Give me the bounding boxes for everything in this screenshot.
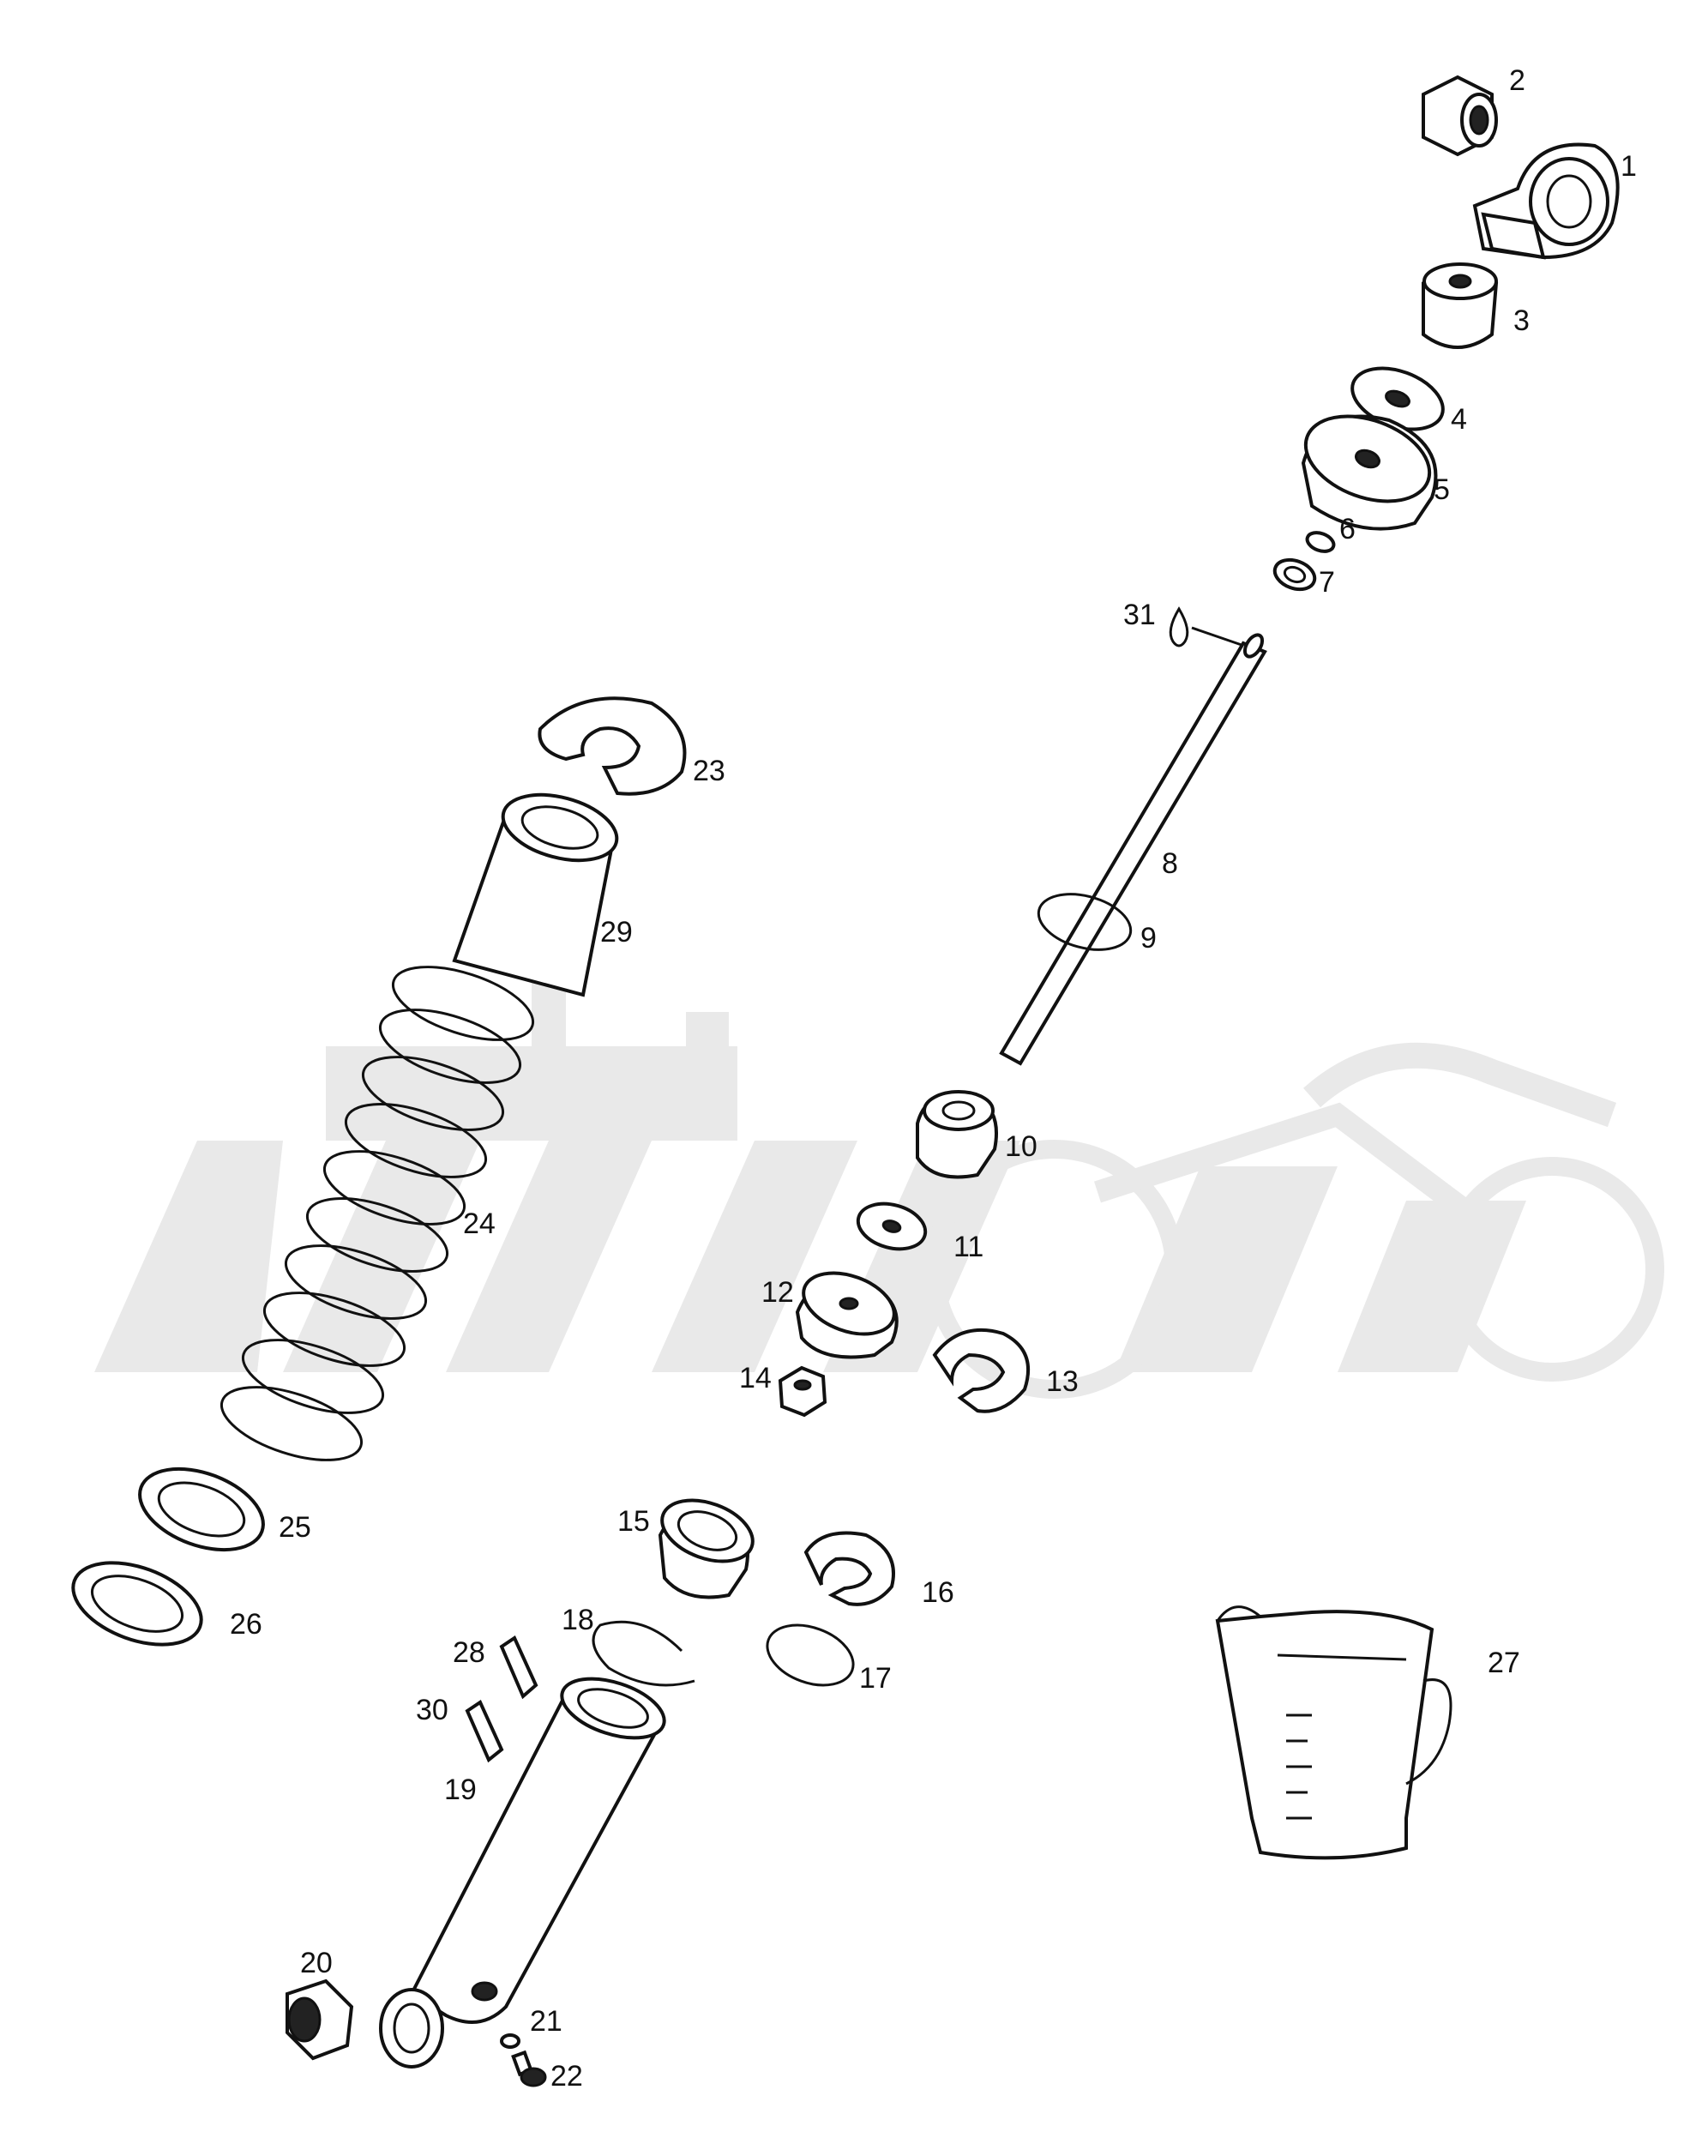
label-9: 9 (1140, 922, 1157, 955)
label-7: 7 (1319, 566, 1335, 599)
part-9-oring (1037, 893, 1133, 951)
label-29: 29 (600, 916, 633, 949)
label-8: 8 (1162, 847, 1178, 880)
label-31: 31 (1123, 599, 1156, 631)
label-4: 4 (1451, 403, 1467, 436)
measuring-jug-icon (1215, 1610, 1434, 1860)
part-17-oring (766, 1623, 855, 1687)
label-2: 2 (1509, 64, 1525, 97)
label-18: 18 (562, 1604, 594, 1636)
watermark-castle (326, 900, 737, 1141)
part-7-seal (1272, 557, 1317, 592)
part-24-coil-spring (220, 966, 535, 1461)
label-11: 11 (953, 1231, 983, 1263)
part-10-rod-guide (916, 1090, 998, 1179)
callout-labels: 2 1 3 4 5 6 7 31 23 8 9 29 10 24 11 12 1… (230, 64, 1637, 2093)
label-15: 15 (617, 1505, 650, 1538)
label-6: 6 (1339, 513, 1356, 545)
part-18-snap-ring (592, 1620, 695, 1687)
label-12: 12 (761, 1276, 794, 1309)
part-31-oil-drop (1169, 606, 1242, 647)
part-1-upper-eye (1472, 142, 1620, 260)
label-14: 14 (739, 1362, 772, 1394)
label-1: 1 (1621, 150, 1637, 183)
part-12-piston (795, 1271, 899, 1359)
label-17: 17 (859, 1662, 892, 1695)
label-26: 26 (230, 1608, 262, 1641)
part-22-bleed-screw (511, 2050, 547, 2087)
label-23: 23 (693, 755, 725, 787)
label-28: 28 (453, 1636, 485, 1669)
part-13-piston-band (932, 1328, 1031, 1413)
label-21: 21 (530, 2005, 562, 2038)
part-25-adjuster-ring (138, 1466, 265, 1552)
label-30: 30 (416, 1694, 448, 1726)
part-28-sticker (499, 1635, 538, 1700)
part-14-nut (778, 1365, 827, 1418)
part-11-shim (856, 1201, 928, 1251)
label-19: 19 (444, 1774, 477, 1806)
part-23-spring-retainer (538, 696, 687, 796)
oil-drop-icon (1169, 606, 1189, 647)
part-2-bushing (1422, 75, 1498, 157)
part-21-washer (500, 2033, 520, 2049)
label-24: 24 (463, 1207, 496, 1240)
label-20: 20 (300, 1947, 333, 1979)
part-15-seal-head (658, 1498, 755, 1599)
part-27-measuring-jug (1215, 1605, 1452, 1860)
part-16-guide-band (803, 1531, 895, 1606)
part-3-buffer (1422, 262, 1499, 349)
part-26-lock-ring (71, 1561, 203, 1647)
part-30-sticker (465, 1700, 504, 1763)
label-25: 25 (279, 1511, 311, 1544)
label-10: 10 (1005, 1130, 1037, 1163)
part-19-damper-body (409, 1677, 666, 2024)
part-5-top-cap (1301, 414, 1438, 531)
watermark-motorcycle (925, 1042, 1664, 1399)
part-29-bump-stop (452, 792, 619, 997)
label-5: 5 (1434, 473, 1450, 506)
label-13: 13 (1046, 1365, 1079, 1398)
label-22: 22 (550, 2060, 583, 2093)
lower-eye (379, 1988, 444, 2069)
part-6-oring (1305, 531, 1336, 553)
part-20-lower-bushing (286, 1978, 354, 2061)
label-3: 3 (1513, 304, 1530, 337)
label-27: 27 (1488, 1647, 1520, 1679)
part-8-piston-rod (999, 633, 1267, 1066)
label-16: 16 (922, 1576, 954, 1609)
